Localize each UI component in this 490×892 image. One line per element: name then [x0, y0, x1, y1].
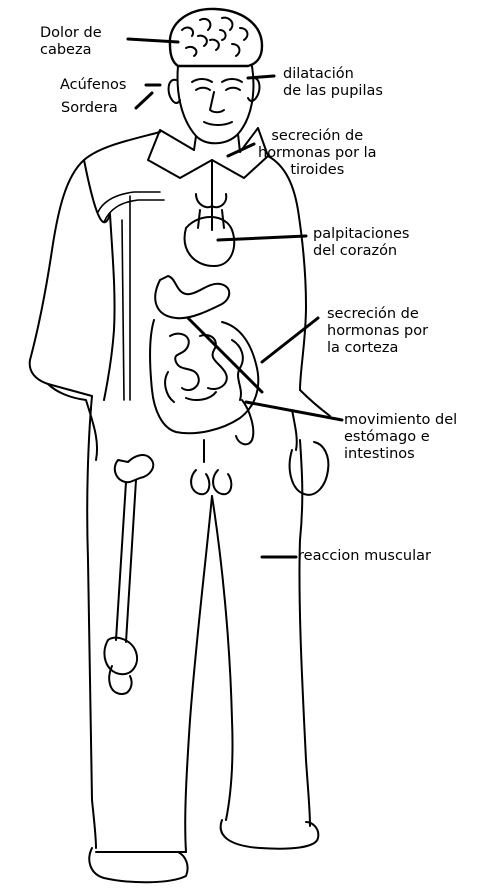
- label-pupil-dilation-line-2: de las pupilas: [283, 83, 383, 100]
- leader-pupils: [248, 76, 274, 78]
- label-pupil-dilation-line-1: dilatación: [283, 66, 383, 83]
- label-cortex-hormones-line-1: secreción de: [327, 306, 428, 323]
- label-cortex-hormones-line-3: la corteza: [327, 340, 428, 357]
- label-cortex-hormones: secreción de hormonas por la corteza: [327, 306, 428, 357]
- leader-lines: [128, 39, 342, 557]
- label-muscle-reaction-line-1: reaccion muscular: [298, 548, 431, 565]
- label-thyroid-hormones-line-2: hormonas por la: [258, 145, 377, 162]
- label-thyroid-hormones-line-3: tiroides: [258, 162, 377, 179]
- label-deafness: Sordera: [61, 100, 118, 117]
- femur-bone-drawing: [104, 455, 153, 694]
- label-tinnitus: Acúfenos: [60, 77, 126, 94]
- leader-deafness: [136, 93, 152, 108]
- label-heart-palpitations-line-2: del corazón: [313, 243, 409, 260]
- label-stomach-intestines-line-2: estómago e: [344, 429, 457, 446]
- label-thyroid-hormones: secreción de hormonas por la tiroides: [258, 128, 377, 179]
- leader-heart: [218, 236, 306, 240]
- face-drawing: [169, 66, 260, 143]
- label-headache-line-2: cabeza: [40, 42, 102, 59]
- label-heart-palpitations-line-1: palpitaciones: [313, 226, 409, 243]
- legs-drawing: [87, 396, 310, 852]
- brain-drawing: [170, 9, 262, 66]
- label-tinnitus-line-1: Acúfenos: [60, 77, 126, 94]
- label-deafness-line-1: Sordera: [61, 100, 118, 117]
- label-thyroid-hormones-line-1: secreción de: [258, 128, 377, 145]
- label-pupil-dilation: dilatación de las pupilas: [283, 66, 383, 100]
- label-stomach-intestines-line-1: movimiento del: [344, 412, 457, 429]
- label-stomach-intestines: movimiento del estómago e intestinos: [344, 412, 457, 463]
- label-heart-palpitations: palpitaciones del corazón: [313, 226, 409, 260]
- intestines-drawing: [150, 276, 258, 462]
- arm-vein-drawing: [98, 192, 164, 400]
- leader-cortex: [262, 318, 318, 362]
- label-cortex-hormones-line-2: hormonas por: [327, 323, 428, 340]
- label-stomach-intestines-line-3: intestinos: [344, 446, 457, 463]
- heart-drawing: [185, 194, 235, 266]
- label-headache-line-1: Dolor de: [40, 25, 102, 42]
- label-muscle-reaction: reaccion muscular: [298, 548, 431, 565]
- leader-thyroid: [228, 144, 254, 156]
- pelvis-drawing: [191, 470, 231, 494]
- label-headache: Dolor de cabeza: [40, 25, 102, 59]
